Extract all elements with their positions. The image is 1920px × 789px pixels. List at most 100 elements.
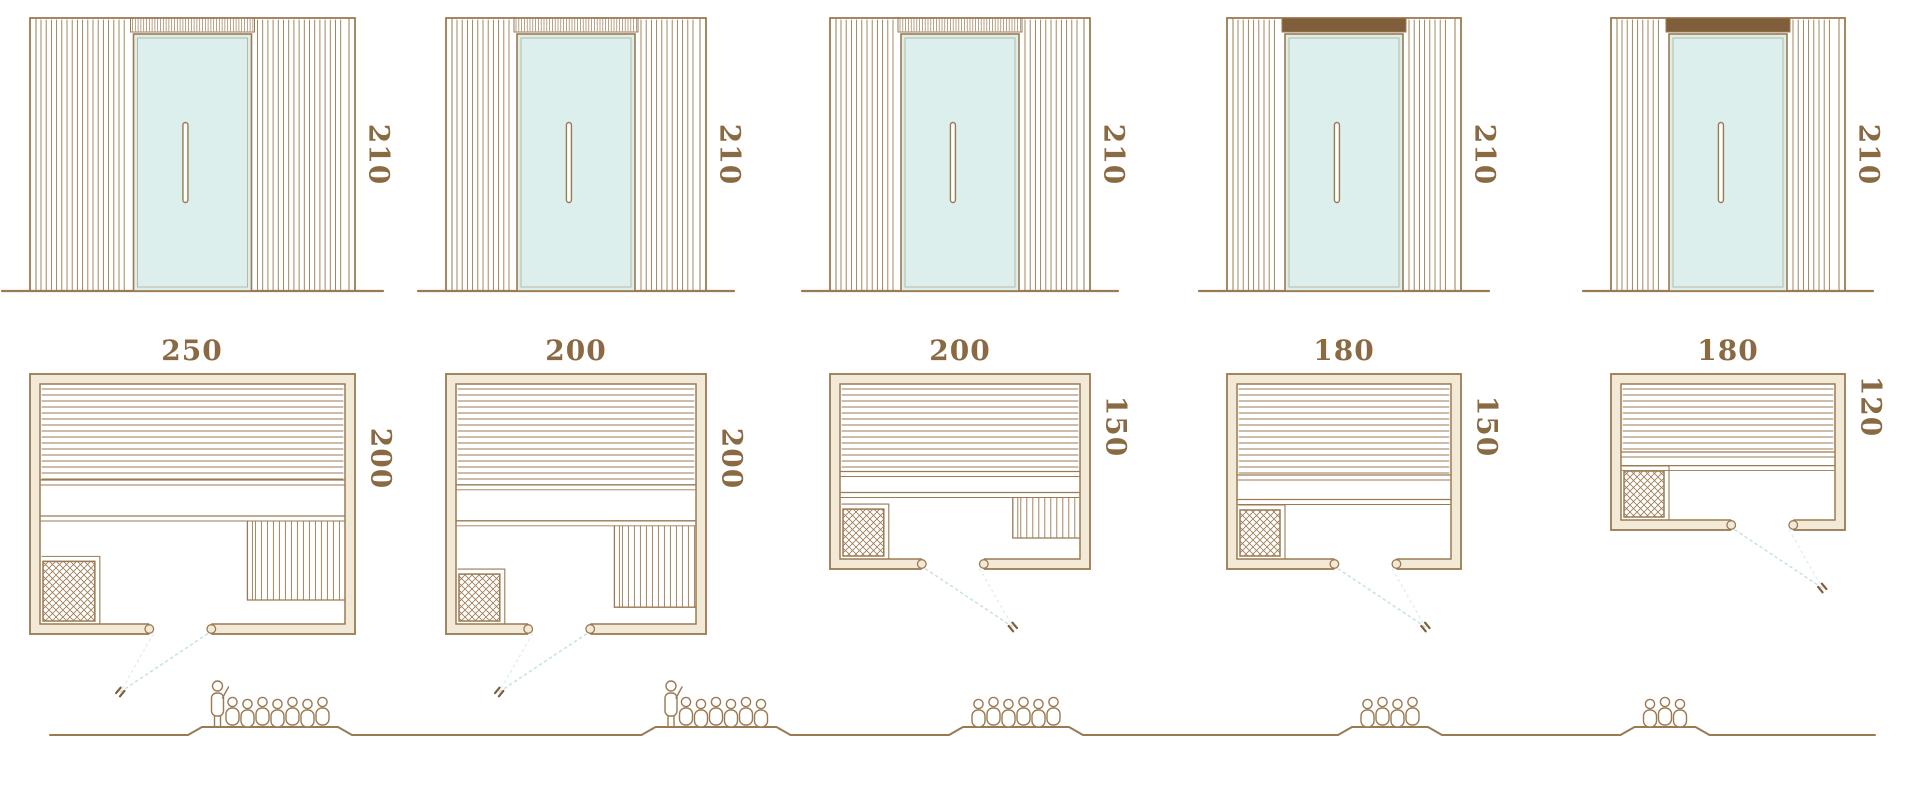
person-icon — [1390, 698, 1405, 728]
plan-view — [1610, 373, 1846, 594]
person-icon — [1672, 698, 1688, 728]
door-swing-mark — [114, 686, 126, 698]
person-icon — [1360, 698, 1375, 728]
door-swing — [493, 633, 587, 698]
heater-guard — [841, 503, 890, 560]
width-dimension: 180 — [1313, 334, 1375, 367]
height-dimension: 210 — [713, 123, 747, 185]
door-swing — [925, 568, 1019, 633]
width-dimension: 200 — [929, 334, 991, 367]
door-swing-mark — [1007, 621, 1019, 633]
door-lintel-hatched — [897, 17, 1023, 33]
plan-view — [28, 373, 356, 698]
wood-panel-slats — [1621, 19, 1830, 291]
door-opening — [528, 622, 591, 637]
plan-view — [829, 373, 1091, 633]
person-icon — [1657, 696, 1673, 726]
person-icon — [986, 696, 1001, 726]
depth-dimension: 150 — [1470, 395, 1504, 457]
glass-door — [900, 33, 1020, 292]
person-icon — [1031, 698, 1046, 728]
person-icon — [723, 698, 739, 728]
side-bench — [1012, 496, 1080, 539]
glass-door — [132, 33, 252, 292]
baseline — [49, 726, 1876, 736]
door-swing — [1337, 568, 1431, 633]
wood-panel-slats — [1237, 19, 1446, 291]
door-jamb — [523, 624, 534, 634]
door-jamb — [1788, 520, 1799, 530]
door-handle — [565, 121, 573, 204]
door-handle — [181, 121, 189, 204]
door-jamb — [1391, 559, 1402, 569]
bench — [39, 388, 345, 522]
person-icon — [1405, 696, 1420, 726]
plan-view — [1226, 373, 1462, 633]
heater — [457, 568, 506, 625]
depth-dimension: 200 — [715, 427, 749, 490]
height-dimension: 210 — [1468, 123, 1502, 185]
wood-panel-slats — [840, 19, 1078, 291]
door-opening — [921, 557, 984, 572]
heater-guard — [1622, 465, 1670, 521]
capacity-group — [1360, 696, 1420, 728]
plan-view — [445, 373, 707, 698]
elevation-view — [1581, 17, 1875, 293]
person-icon — [708, 696, 724, 726]
person-icon — [1642, 698, 1658, 728]
person-icon — [971, 698, 986, 728]
door-handle — [949, 121, 957, 204]
door-jamb — [585, 624, 596, 634]
door-lintel-solid — [1665, 17, 1791, 33]
heater — [841, 503, 890, 560]
height-dimension: 210 — [362, 123, 395, 185]
depth-dimension: 120 — [1854, 375, 1888, 438]
person-icon — [1001, 698, 1016, 728]
heater — [40, 555, 100, 625]
door-swing-mark — [493, 686, 505, 698]
glass-door — [516, 33, 636, 292]
glass-door — [1284, 33, 1404, 292]
elevation-view — [800, 17, 1120, 293]
wood-panel-slats — [40, 19, 341, 291]
elevation-view — [0, 17, 384, 293]
side-bench — [246, 520, 345, 601]
person-icon — [738, 696, 754, 726]
door-lintel-hatched — [129, 17, 255, 33]
elevation-view — [1197, 17, 1491, 293]
door-lintel-solid — [1281, 17, 1407, 33]
heater-guard — [1238, 504, 1286, 560]
heater-guard — [40, 555, 100, 625]
door-jamb — [916, 559, 927, 569]
door-swing-mark — [1420, 621, 1431, 633]
door-swing — [114, 633, 208, 698]
depth-dimension: 150 — [1099, 395, 1133, 457]
side-bench — [613, 525, 696, 608]
heater — [1622, 465, 1670, 521]
bench — [456, 388, 696, 527]
bench — [840, 388, 1080, 498]
depth-dimension: 200 — [364, 427, 397, 490]
capacity-group — [971, 696, 1061, 728]
door-swing-mark — [1816, 582, 1828, 594]
door-opening — [1731, 518, 1794, 533]
capacity-group — [1642, 696, 1688, 728]
door-jamb — [143, 624, 154, 634]
door-jamb — [1329, 559, 1340, 569]
height-dimension: 210 — [1852, 123, 1886, 185]
bench — [1621, 388, 1835, 472]
door-opening — [1334, 557, 1397, 572]
door-handle — [1333, 121, 1341, 204]
door-lintel-hatched — [513, 17, 639, 33]
door-opening — [148, 622, 211, 637]
door-jamb — [205, 624, 216, 634]
person-icon — [753, 698, 769, 728]
height-dimension: 210 — [1097, 123, 1131, 185]
glass-door — [1668, 33, 1788, 292]
width-dimension: 250 — [161, 334, 223, 367]
person-icon — [1046, 696, 1061, 726]
door-jamb — [978, 559, 989, 569]
elevation-view — [416, 17, 736, 293]
door-handle — [1717, 121, 1725, 204]
